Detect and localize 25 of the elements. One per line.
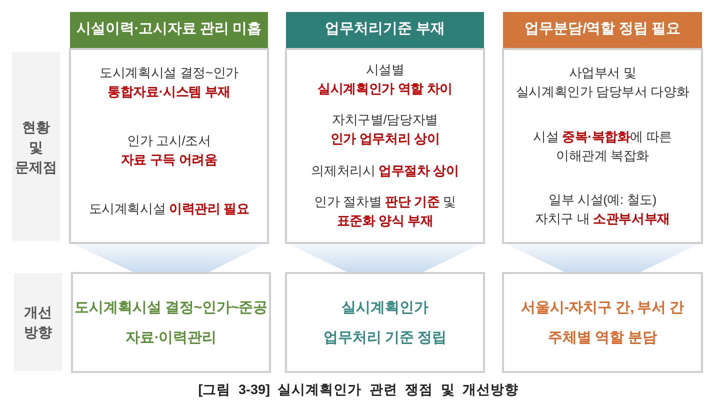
funnel-connector: [506, 244, 699, 272]
column-header-bar: 업무분담/역할 정립 필요: [503, 12, 702, 48]
figure-caption: [그림 3-39] 실시계획인가 관련 쟁점 및 개선방향: [197, 381, 519, 399]
issue-text: 자치구별/담당자별 인가 업무처리 상이: [330, 111, 440, 148]
issue-text: 의제처리시 업무절차 상이: [311, 162, 459, 180]
row-label-panel: 개선 방향: [14, 273, 62, 371]
issue-panel: [69, 48, 269, 244]
issue-text: 인가 고시/조서 자료 구득 어려움: [120, 132, 218, 169]
column-header-bar: 시설이력·고시자료 관리 미흡: [70, 12, 268, 48]
issue-text: 사업부서 및 실시계획인가 담당부서 다양화: [516, 64, 690, 101]
issue-text: 인가 절차별 판단 기준 및 표준화 양식 부재: [314, 192, 456, 230]
issue-text: 도시계획시설 이력관리 필요: [88, 200, 250, 218]
funnel-connector: [289, 244, 481, 272]
issue-text: 도시계획시설 결정~인가 통합자료·시스템 부재: [100, 64, 238, 101]
issue-panel: [502, 48, 703, 244]
column-header-bar: 업무처리기준 부재: [286, 12, 484, 48]
issue-text: 일부 시설(예: 철도) 자치구 내 소관부서부재: [535, 191, 670, 228]
issue-text: 시설 중복·복합화에 따른 이해관계 복잡화: [533, 128, 672, 164]
improvement-panel: 도시계획시설 결정~인가~준공 자료·이력관리: [71, 272, 271, 373]
funnel-connector: [73, 244, 265, 272]
row-label-panel: 현황 및 문제점: [12, 52, 60, 241]
issue-text: 시설별 실시계획인가 역할 차이: [318, 61, 452, 98]
improvement-panel: 실시계획인가 업무처리 기준 정립: [285, 272, 485, 373]
issue-panel: [285, 48, 485, 244]
improvement-panel: 서울시-자치구 간, 부서 간 주체별 역할 분담: [502, 272, 703, 373]
